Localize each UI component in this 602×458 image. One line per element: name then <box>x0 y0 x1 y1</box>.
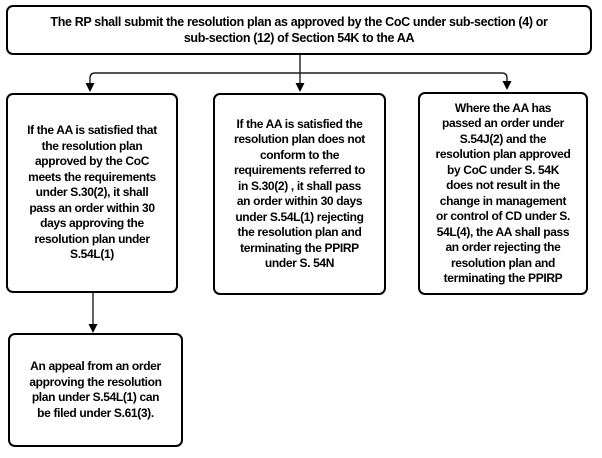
title-box-text: The RP shall submit the resolution plan … <box>50 15 548 45</box>
branch-line <box>89 72 508 83</box>
arrowhead-to-reject-box <box>295 83 305 92</box>
arrowhead-to-approve-box <box>85 83 95 92</box>
no-change-rejection-box-text: Where the AA has passed an order under S… <box>435 100 571 286</box>
approval-order-box: If the AA is satisfied that the resoluti… <box>6 93 178 293</box>
approval-order-box-text: If the AA is satisfied that the resoluti… <box>27 123 157 262</box>
title-box: The RP shall submit the resolution plan … <box>6 5 592 55</box>
arrowhead-to-no-change-box <box>502 81 512 90</box>
rejection-order-box-text: If the AA is satisfied the resolution pl… <box>234 116 365 271</box>
appeal-box-text: An appeal from an order approving the re… <box>29 359 162 420</box>
arrowhead-to-appeal-box <box>88 324 98 333</box>
no-change-rejection-box: Where the AA has passed an order under S… <box>418 92 588 295</box>
appeal-box: An appeal from an order approving the re… <box>8 333 183 447</box>
rejection-order-box: If the AA is satisfied the resolution pl… <box>213 93 386 295</box>
